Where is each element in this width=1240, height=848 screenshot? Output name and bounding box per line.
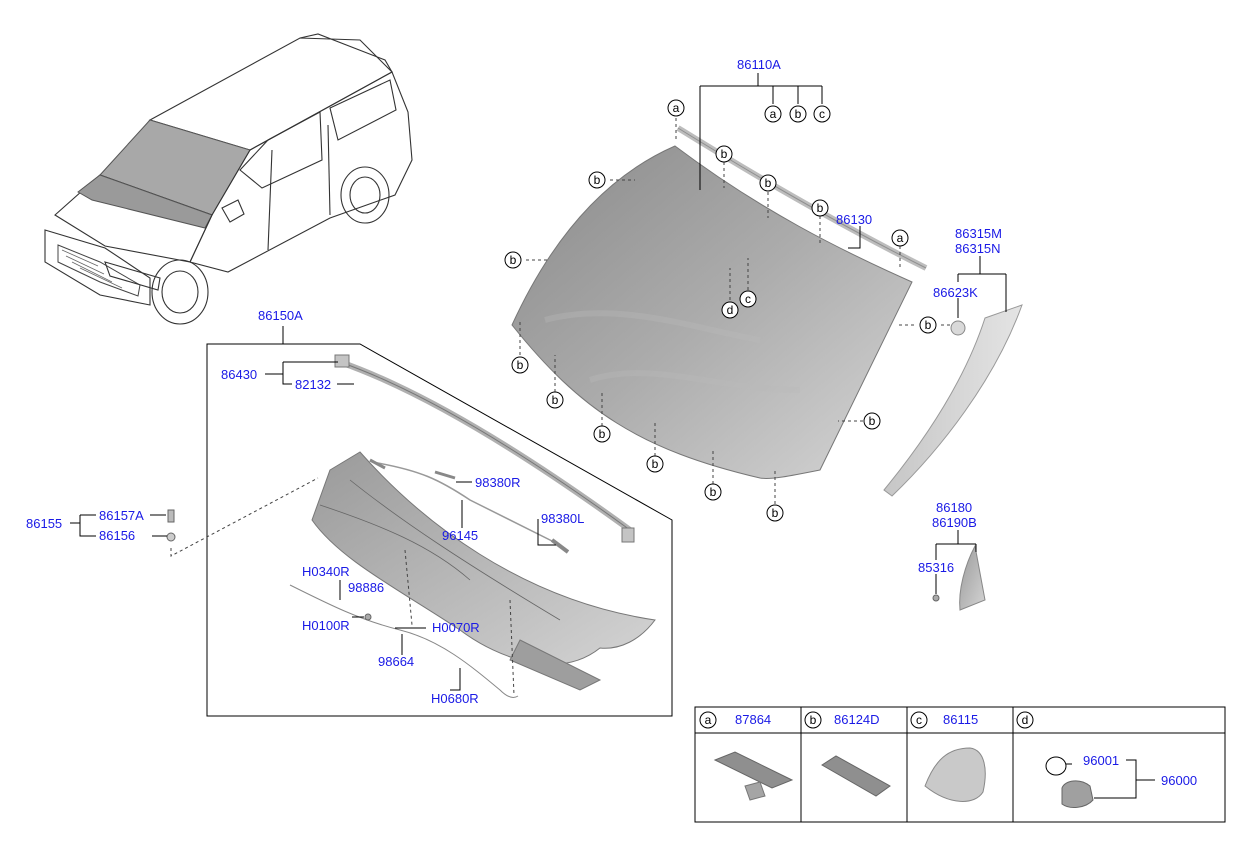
part-number-86315m[interactable]: 86315M <box>955 226 1002 241</box>
svg-text:b: b <box>552 393 559 407</box>
marker-b: b <box>704 483 722 501</box>
part-number-86157a[interactable]: 86157A <box>99 508 144 523</box>
marker-a: a <box>891 229 909 247</box>
marker-b: b <box>593 425 611 443</box>
marker-b: b <box>811 199 829 217</box>
svg-text:d: d <box>727 303 734 317</box>
part-number-h0340r[interactable]: H0340R <box>302 564 350 579</box>
legend-table: a 87864 b 86124D c 86115 d 96001 9600 <box>694 706 1226 823</box>
svg-text:b: b <box>772 506 779 520</box>
cover-part <box>959 544 986 611</box>
marker-a: a <box>764 105 782 123</box>
part-number-86156[interactable]: 86156 <box>99 528 135 543</box>
part-number-86180[interactable]: 86180 <box>936 500 972 515</box>
marker-b: b <box>504 251 522 269</box>
svg-text:a: a <box>770 107 777 121</box>
cowl-assembly-frame <box>206 343 673 717</box>
marker-b: b <box>588 171 606 189</box>
vehicle-illustration <box>44 33 413 325</box>
legend-cell-d: d 96001 96000 <box>1016 711 1197 808</box>
part-number-98664[interactable]: 98664 <box>378 654 414 669</box>
legend-part-96001[interactable]: 96001 <box>1083 753 1119 768</box>
svg-text:b: b <box>810 713 817 727</box>
marker-d: d <box>721 301 739 319</box>
marker-c: c <box>739 290 757 308</box>
leader-lines <box>70 73 1007 691</box>
svg-text:b: b <box>721 147 728 161</box>
part-labels: 86110A 86130 86315M 86315N 86623K 86180 … <box>26 57 1002 706</box>
svg-text:b: b <box>517 358 524 372</box>
cowl-panel <box>311 451 656 691</box>
part-number-86430[interactable]: 86430 <box>221 367 257 382</box>
marker-b: b <box>646 455 664 473</box>
marker-b: b <box>789 105 807 123</box>
marker-b: b <box>511 356 529 374</box>
legend-cell-a: a 87864 <box>699 711 794 801</box>
part-number-h0100r[interactable]: H0100R <box>302 618 350 633</box>
garnish-clip <box>950 320 966 336</box>
part-number-86150a[interactable]: 86150A <box>258 308 303 323</box>
marker-a: a <box>667 99 685 117</box>
marker-c: c <box>813 105 831 123</box>
part-number-98886[interactable]: 98886 <box>348 580 384 595</box>
washer-hose <box>369 458 570 554</box>
svg-text:b: b <box>869 414 876 428</box>
svg-text:b: b <box>817 201 824 215</box>
svg-text:b: b <box>510 253 517 267</box>
legend-part-86124d[interactable]: 86124D <box>834 712 880 727</box>
part-number-86623k[interactable]: 86623K <box>933 285 978 300</box>
cover-screw <box>932 594 940 602</box>
attachment-arrows <box>519 118 950 504</box>
svg-text:c: c <box>819 107 825 121</box>
part-number-86315n[interactable]: 86315N <box>955 241 1001 256</box>
legend-part-87864[interactable]: 87864 <box>735 712 771 727</box>
svg-text:b: b <box>795 107 802 121</box>
top-molding <box>676 125 928 271</box>
bolt-parts <box>166 477 319 557</box>
marker-b: b <box>715 145 733 163</box>
part-number-98380l[interactable]: 98380L <box>541 511 584 526</box>
part-number-86155[interactable]: 86155 <box>26 516 62 531</box>
svg-text:b: b <box>594 173 601 187</box>
part-number-h0680r[interactable]: H0680R <box>431 691 479 706</box>
part-number-85316[interactable]: 85316 <box>918 560 954 575</box>
legend-cell-c: c 86115 <box>910 711 986 802</box>
marker-b: b <box>546 391 564 409</box>
svg-text:b: b <box>765 176 772 190</box>
part-number-86190b[interactable]: 86190B <box>932 515 977 530</box>
part-number-86130[interactable]: 86130 <box>836 212 872 227</box>
washer-nozzle <box>364 613 372 621</box>
legend-cell-b: b 86124D <box>804 711 891 797</box>
part-number-96145[interactable]: 96145 <box>442 528 478 543</box>
svg-text:c: c <box>745 292 751 306</box>
svg-text:a: a <box>705 713 712 727</box>
lower-hose <box>289 549 519 698</box>
svg-text:b: b <box>925 318 932 332</box>
marker-b: b <box>919 316 937 334</box>
svg-text:b: b <box>710 485 717 499</box>
part-number-98380r[interactable]: 98380R <box>475 475 521 490</box>
svg-text:a: a <box>897 231 904 245</box>
letter-markers: a a b c b b b b a b c d b b b b b b b b <box>504 99 937 522</box>
part-number-82132[interactable]: 82132 <box>295 377 331 392</box>
legend-part-86115[interactable]: 86115 <box>943 712 978 727</box>
legend-part-96000[interactable]: 96000 <box>1161 773 1197 788</box>
svg-text:b: b <box>599 427 606 441</box>
windshield-glass <box>511 145 913 479</box>
cowl-seal <box>334 354 635 543</box>
svg-text:b: b <box>652 457 659 471</box>
svg-text:c: c <box>916 713 922 727</box>
svg-text:d: d <box>1022 713 1029 727</box>
marker-b: b <box>863 412 881 430</box>
svg-text:a: a <box>673 101 680 115</box>
part-number-h0070r[interactable]: H0070R <box>432 620 480 635</box>
marker-b: b <box>766 504 784 522</box>
part-number-86110a[interactable]: 86110A <box>737 57 781 72</box>
marker-b: b <box>759 174 777 192</box>
pillar-garnish <box>883 304 1023 497</box>
